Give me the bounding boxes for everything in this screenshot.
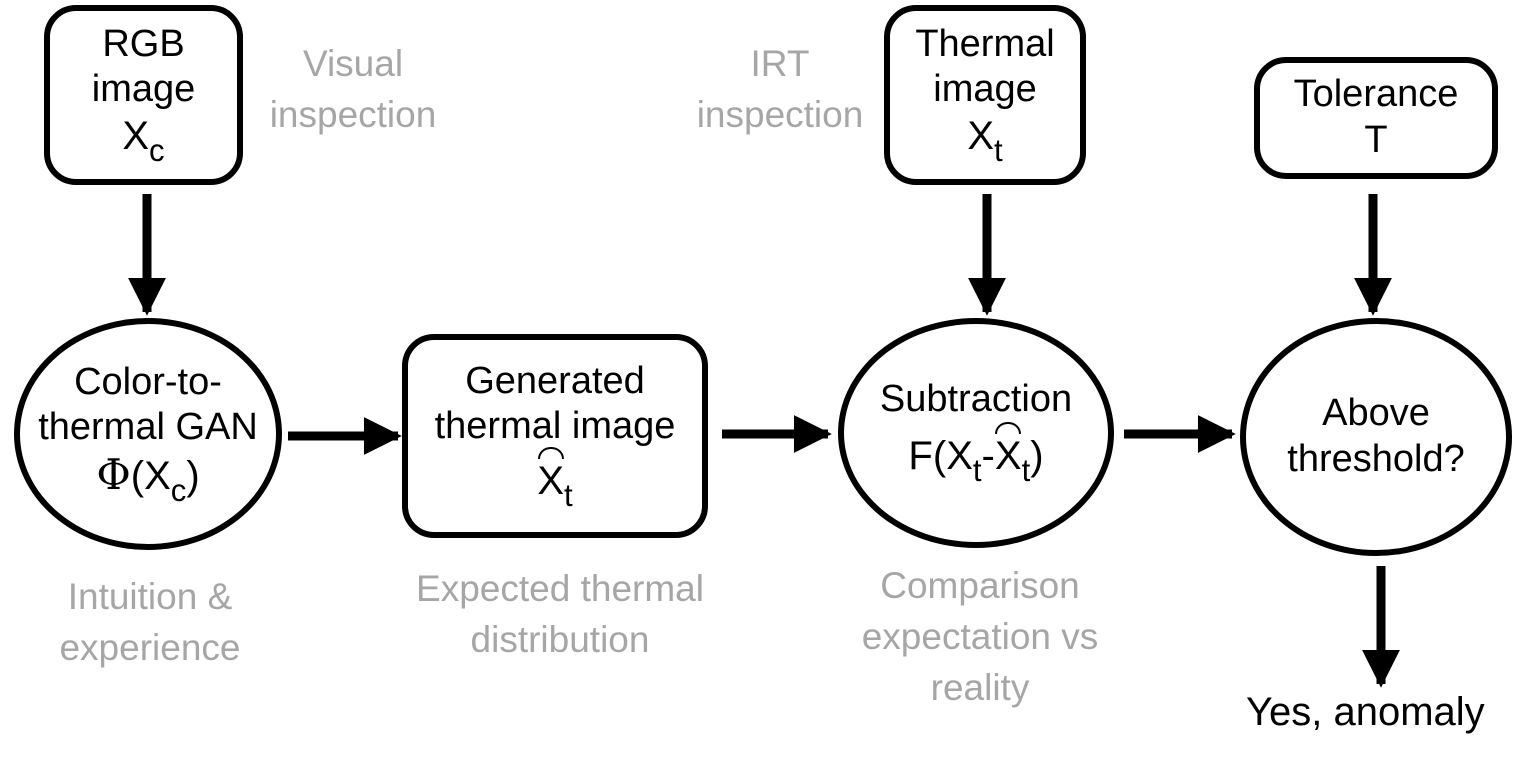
rgb-image-variable: Xc [122, 113, 165, 168]
subtraction-label: Subtraction [879, 378, 1073, 421]
annotation-intuition-experience: Intuition &experience [59, 576, 241, 669]
generated-label-line1: Generated [465, 359, 645, 402]
rgb-image-label-line1: RGB [102, 22, 185, 65]
tolerance-label: Tolerance [1293, 73, 1459, 116]
generated-thermal-image-box: Generated thermal image Xt [402, 334, 708, 538]
thermal-image-variable: Xt [967, 113, 1003, 168]
threshold-label-line1: Above [1322, 392, 1430, 435]
gan-label-line1: Color-to- [74, 360, 222, 403]
subtraction-ellipse: Subtraction F(Xt-Xt) [838, 318, 1114, 548]
tolerance-box: Tolerance T [1254, 57, 1498, 179]
gan-function: Φ(Xc) [96, 449, 200, 508]
generated-label-line2: thermal image [434, 405, 676, 448]
rgb-image-label-line2: image [91, 68, 196, 111]
threshold-label-line2: threshold? [1287, 438, 1465, 480]
above-threshold-ellipse: Above threshold? [1240, 318, 1512, 556]
gan-label-line2: thermal GAN [38, 406, 258, 449]
color-to-thermal-gan-ellipse: Color-to- thermal GAN Φ(Xc) [14, 318, 282, 550]
subtraction-function: F(Xt-Xt) [908, 433, 1044, 488]
generated-variable: Xt [537, 458, 573, 513]
thermal-image-box: Thermal image Xt [884, 5, 1086, 185]
rgb-image-box: RGB image Xc [44, 5, 243, 185]
outcome-yes-anomaly: Yes, anomaly [1246, 690, 1485, 734]
tolerance-variable: T [1364, 119, 1388, 161]
thermal-image-label-line1: Thermal [915, 22, 1055, 65]
thermal-image-label-line2: image [933, 68, 1037, 111]
